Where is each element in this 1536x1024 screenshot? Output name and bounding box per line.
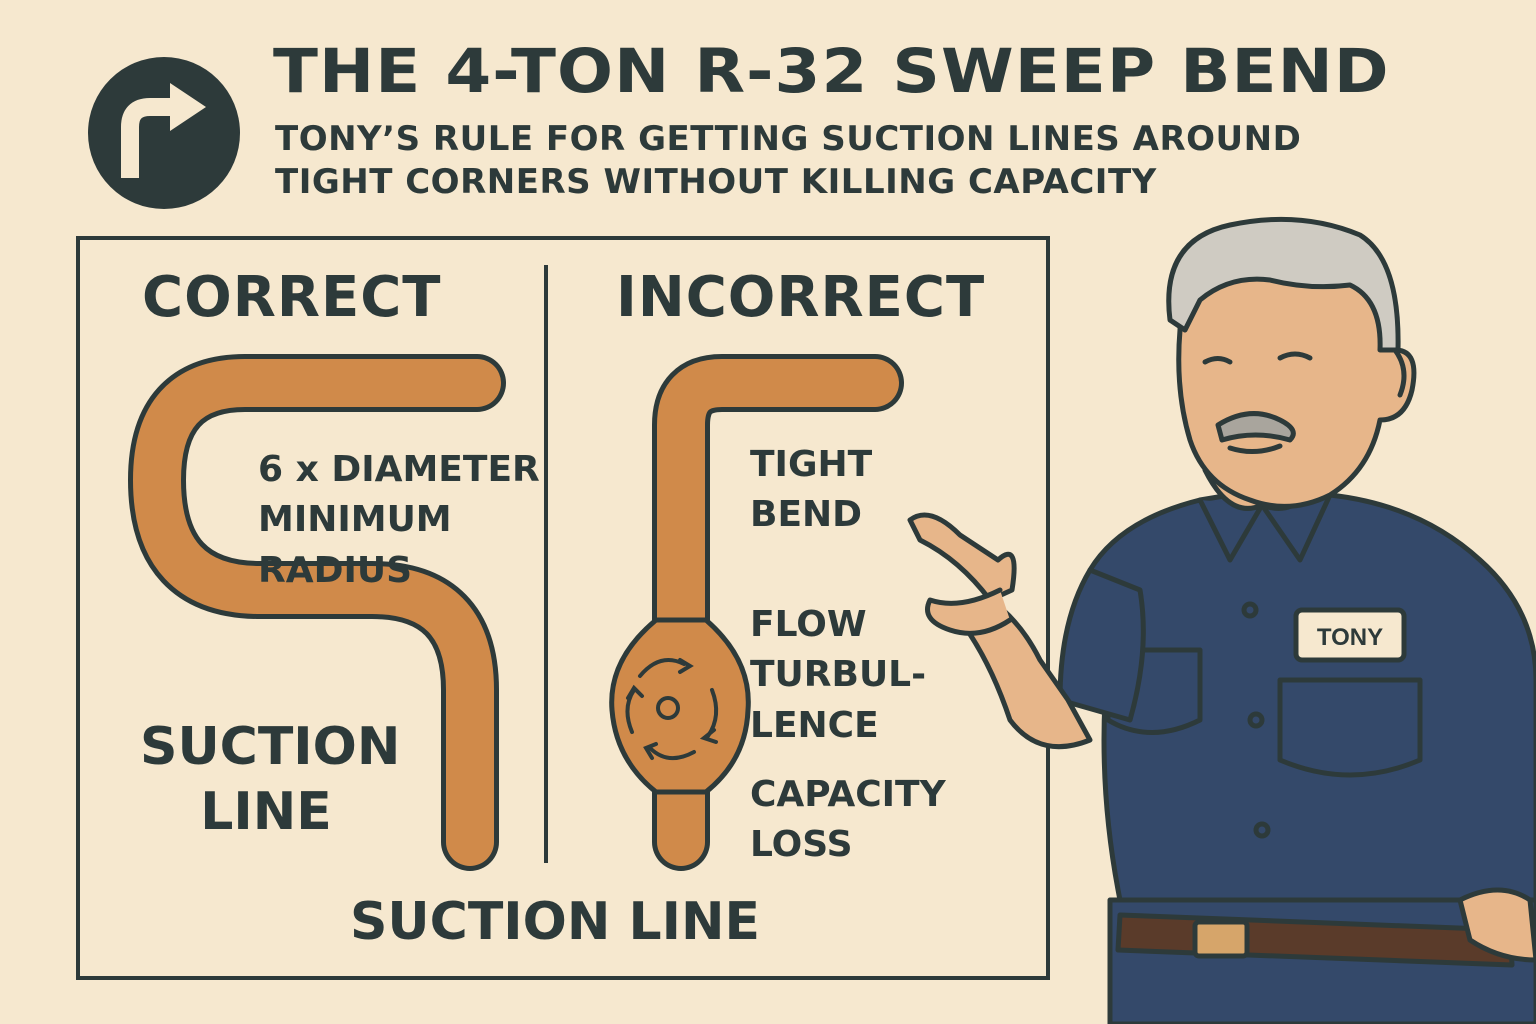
flow-note-line-1: FLOW xyxy=(750,604,867,645)
suction-line-label-line-1: SUCTION xyxy=(140,717,401,777)
panel-divider xyxy=(544,265,548,863)
correct-heading: CORRECT xyxy=(142,265,442,330)
swirl-icon xyxy=(625,658,719,760)
suction-line-label-line-2: LINE xyxy=(200,782,332,842)
page-title: THE 4-TON R-32 SWEEP BEND xyxy=(273,36,1390,107)
radius-note-line-1: 6 x DIAMETER xyxy=(258,449,540,490)
flow-note-line-3: LENCE xyxy=(750,704,879,746)
comparison-panel xyxy=(76,236,1050,980)
turn-right-arrow-icon xyxy=(121,83,206,178)
suction-line-label: SUCTION LINE xyxy=(140,715,401,845)
incorrect-tight-pipe xyxy=(609,354,904,871)
capacity-note-line-1: CAPACITY xyxy=(750,774,946,815)
flow-turbulence-note: FLOW TURBUL- LENCE xyxy=(750,600,926,751)
logo-badge xyxy=(88,57,240,209)
tight-bend-line-1: TIGHT xyxy=(750,444,873,485)
capacity-loss-note: CAPACITY LOSS xyxy=(750,770,946,871)
tight-bend-note: TIGHT BEND xyxy=(750,440,872,541)
capacity-note-line-2: LOSS xyxy=(750,824,853,866)
radius-note: 6 x DIAMETER MINIMUM RADIUS xyxy=(258,445,540,596)
incorrect-heading: INCORRECT xyxy=(616,265,986,330)
name-tag-text: TONY xyxy=(1317,624,1383,651)
turbulence-bulge xyxy=(609,617,751,795)
radius-note-line-2: MINIMUM xyxy=(258,499,452,541)
flow-note-line-2: TURBUL- xyxy=(750,654,927,696)
radius-note-line-3: RADIUS xyxy=(258,549,413,591)
page-subtitle: TONY’S RULE FOR GETTING SUCTION LINES AR… xyxy=(275,119,1302,203)
footer-suction-line-label: SUCTION LINE xyxy=(349,892,760,952)
correct-sweep-pipe xyxy=(128,354,506,871)
tight-bend-line-2: BEND xyxy=(750,494,863,536)
technician-illustration xyxy=(907,216,1536,1024)
